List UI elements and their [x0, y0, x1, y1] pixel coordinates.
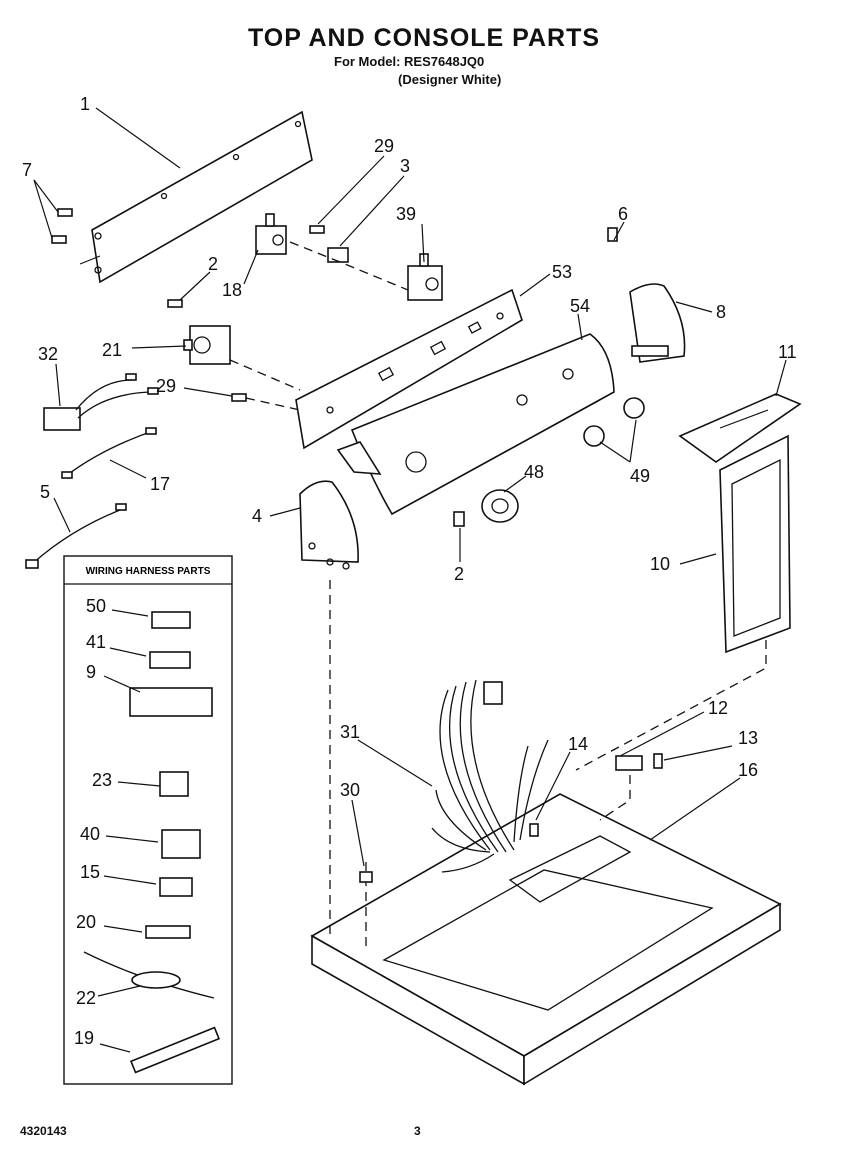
screw-part-29b: [231, 393, 247, 402]
console-bracket-part: [295, 288, 523, 450]
callout-6: 6: [618, 204, 628, 224]
page-number: 3: [414, 1124, 421, 1138]
callout-5: 5: [40, 482, 50, 502]
callout-50: 50: [86, 596, 106, 616]
callout-7: 7: [22, 160, 32, 180]
variant-line: (Designer White): [398, 72, 502, 87]
wire-part-5: [25, 503, 127, 569]
callout-20: 20: [76, 912, 96, 932]
callout-18: 18: [222, 280, 242, 300]
callout-2a: 2: [208, 254, 218, 274]
callout-13: 13: [738, 728, 758, 748]
screw-part-7: [51, 208, 73, 244]
callout-29b: 29: [156, 376, 176, 396]
callout-41: 41: [86, 632, 106, 652]
harness-box-title: WIRING HARNESS PARTS: [86, 566, 211, 577]
end-cap-part-8: [629, 283, 686, 363]
callout-53: 53: [552, 262, 572, 282]
screw-part-13: [653, 753, 663, 769]
callout-30: 30: [340, 780, 360, 800]
callout-19: 19: [74, 1028, 94, 1048]
wire-part-17: [61, 427, 157, 479]
clip-part-30: [359, 871, 373, 883]
clip-part-3: [327, 247, 349, 263]
callout-labels: 1 7 29 3 39 6 2 18 53 54 8 32 21 29 11 1…: [22, 94, 797, 1048]
switch-part-39: [407, 253, 443, 301]
callout-10: 10: [650, 554, 670, 574]
callout-22: 22: [76, 988, 96, 1008]
wire-part-32: [43, 373, 159, 431]
switch-part-18: [255, 213, 287, 255]
wire-sleeve-22: [131, 971, 181, 989]
callout-11: 11: [778, 342, 797, 362]
callout-23: 23: [92, 770, 112, 790]
end-cap-part-4: [299, 480, 359, 570]
screw-part-2b: [453, 511, 465, 527]
callout-40: 40: [80, 824, 100, 844]
connector-part-9: [129, 687, 213, 717]
callout-49: 49: [630, 466, 650, 486]
callout-48: 48: [524, 462, 544, 482]
connector-part-41: [149, 651, 191, 669]
back-panel-part: [79, 110, 313, 284]
connector-part-50: [151, 611, 191, 629]
callout-8: 8: [716, 302, 726, 322]
callout-29a: 29: [374, 136, 394, 156]
callout-1: 1: [80, 94, 90, 114]
doc-number: 4320143: [20, 1124, 67, 1138]
callout-21: 21: [102, 340, 122, 360]
lint-housing-part-10: [719, 434, 791, 654]
callout-9: 9: [86, 662, 96, 682]
connector-part-15: [159, 877, 193, 897]
timer-part-21: [183, 325, 231, 365]
screw-part-14: [529, 823, 539, 837]
console-panel-part: [336, 333, 615, 516]
connector-part-23: [159, 771, 189, 797]
callout-16: 16: [738, 760, 758, 780]
bracket-part-12: [615, 755, 643, 771]
callout-14: 14: [568, 734, 588, 754]
callout-15: 15: [80, 862, 100, 882]
screw-part-29a: [309, 225, 325, 234]
callout-2b: 2: [454, 564, 464, 584]
callout-12: 12: [708, 698, 728, 718]
callout-32: 32: [38, 344, 58, 364]
wiring-harness-box: WIRING HARNESS PARTS: [63, 555, 233, 1085]
leader-lines: [33, 107, 787, 1053]
callout-54: 54: [570, 296, 590, 316]
callout-3: 3: [400, 156, 410, 176]
screw-part-2a: [167, 299, 183, 308]
top-cover-part-16: [310, 793, 782, 1086]
terminal-part-20: [145, 925, 191, 939]
tie-part-19: [129, 1026, 221, 1074]
screw-part-6: [607, 227, 618, 242]
knob-part-48: [481, 489, 519, 523]
page-title: TOP AND CONSOLE PARTS: [247, 24, 601, 52]
lint-screen-part-11: [678, 393, 802, 463]
callout-31: 31: [340, 722, 360, 742]
knob-part-49: [583, 397, 645, 447]
callout-4: 4: [252, 506, 262, 526]
harness-part-31: [431, 679, 549, 873]
callout-39: 39: [396, 204, 416, 224]
model-line: For Model: RES7648JQ0: [334, 54, 485, 69]
callout-17: 17: [150, 474, 170, 494]
connector-part-40: [161, 829, 201, 859]
